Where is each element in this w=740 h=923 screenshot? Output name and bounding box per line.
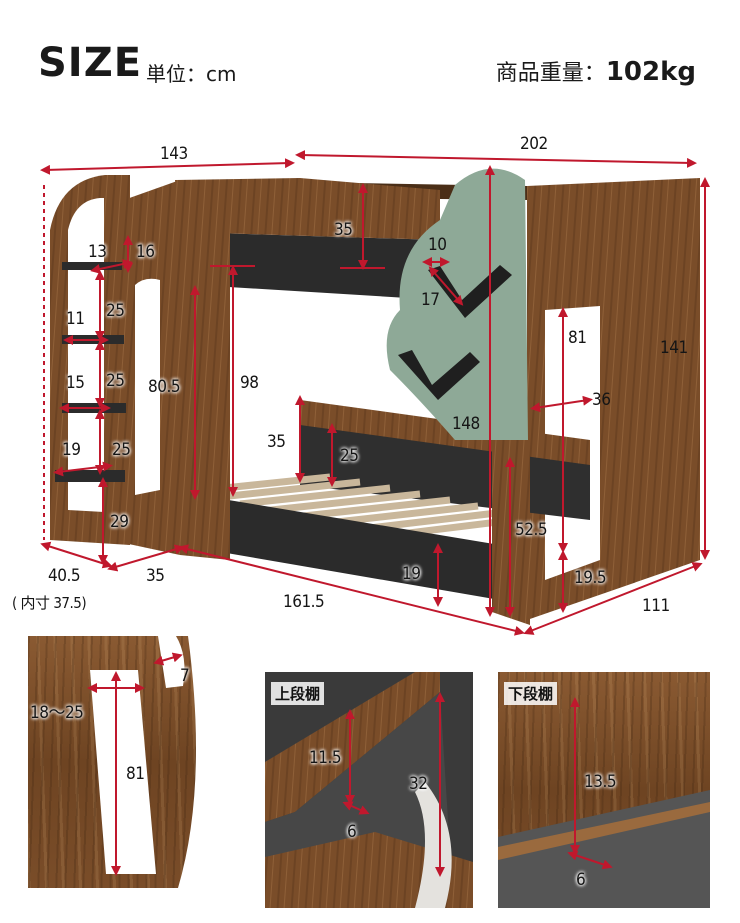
label-6-lower: 6 (576, 870, 586, 890)
front-post (180, 183, 230, 560)
label-25-c: 25 (112, 440, 131, 460)
label-16: 16 (136, 242, 155, 262)
dim-line-161-5 (178, 544, 525, 636)
weight-value: 102kg (605, 57, 696, 87)
label-202: 202 (520, 134, 548, 154)
dim-line-36 (530, 395, 593, 413)
label-25-b: 25 (106, 371, 125, 391)
label-inner-37-5: ( 内寸 37.5) (12, 594, 87, 612)
detail-lower-shelf-panel: 下段棚 13.5 6 (498, 672, 710, 908)
label-35-top: 35 (334, 220, 353, 240)
weight-label: 商品重量： (495, 61, 606, 86)
label-17: 17 (421, 290, 440, 310)
label-19: 19 (402, 564, 421, 584)
label-13: 13 (88, 242, 107, 262)
label-81-detail: 81 (126, 764, 145, 784)
detail-lower-drawing (498, 697, 710, 908)
dim-line-35-ladder (107, 544, 185, 572)
label-52-5: 52.5 (515, 520, 548, 540)
weight-info: 商品重量：102kg (496, 55, 696, 87)
label-25-lower: 25 (340, 446, 359, 466)
label-161-5: 161.5 (283, 592, 325, 612)
label-148: 148 (452, 414, 480, 434)
label-25-a: 25 (106, 301, 125, 321)
ladder (50, 175, 130, 545)
headboard-opening (135, 278, 160, 495)
dim-line-13 (90, 259, 133, 274)
label-141: 141 (660, 338, 688, 358)
label-81: 81 (568, 328, 587, 348)
upper-shelf-label: 上段棚 (271, 682, 325, 705)
detail-upper-shelf-panel: 上段棚 11.5 6 32 (265, 672, 473, 908)
label-111: 111 (642, 596, 670, 616)
detail-upper-drawing (265, 672, 473, 908)
bunk-bed-diagram (40, 150, 710, 636)
label-11: 11 (66, 309, 85, 329)
unit-label: 単位：cm (146, 62, 237, 86)
upper-guard-board (175, 178, 440, 240)
label-10: 10 (428, 235, 447, 255)
label-19-5: 19.5 (574, 568, 607, 588)
label-18-25: 18〜25 (30, 703, 84, 723)
label-98: 98 (240, 373, 259, 393)
detail-ladder-panel: 18〜25 7 81 (28, 636, 216, 888)
label-7: 7 (180, 666, 190, 686)
label-40-5: 40.5 (48, 566, 81, 586)
label-143: 143 (160, 144, 188, 164)
dim-line-111 (523, 562, 703, 635)
dim-line-202 (295, 150, 697, 168)
dim-line-143 (40, 158, 295, 175)
label-15: 15 (66, 373, 85, 393)
lower-shelf-label: 下段棚 (504, 682, 558, 705)
size-title: SIZE (38, 40, 143, 86)
label-36: 36 (592, 390, 611, 410)
upper-side-rail (180, 232, 440, 300)
label-80-5: 80.5 (148, 377, 181, 397)
label-6-upper: 6 (347, 822, 357, 842)
label-29: 29 (110, 512, 129, 532)
dim-line-40-5 (40, 541, 113, 569)
label-11-5: 11.5 (309, 748, 342, 768)
label-35-lower: 35 (267, 432, 286, 452)
label-32: 32 (409, 774, 428, 794)
dim-line-17 (428, 266, 464, 306)
dim-line-19-step (53, 461, 113, 477)
label-13-5: 13.5 (584, 772, 617, 792)
detail-ladder-drawing (87, 636, 216, 888)
label-19-step: 19 (62, 440, 81, 460)
label-35-ladder: 35 (146, 566, 165, 586)
